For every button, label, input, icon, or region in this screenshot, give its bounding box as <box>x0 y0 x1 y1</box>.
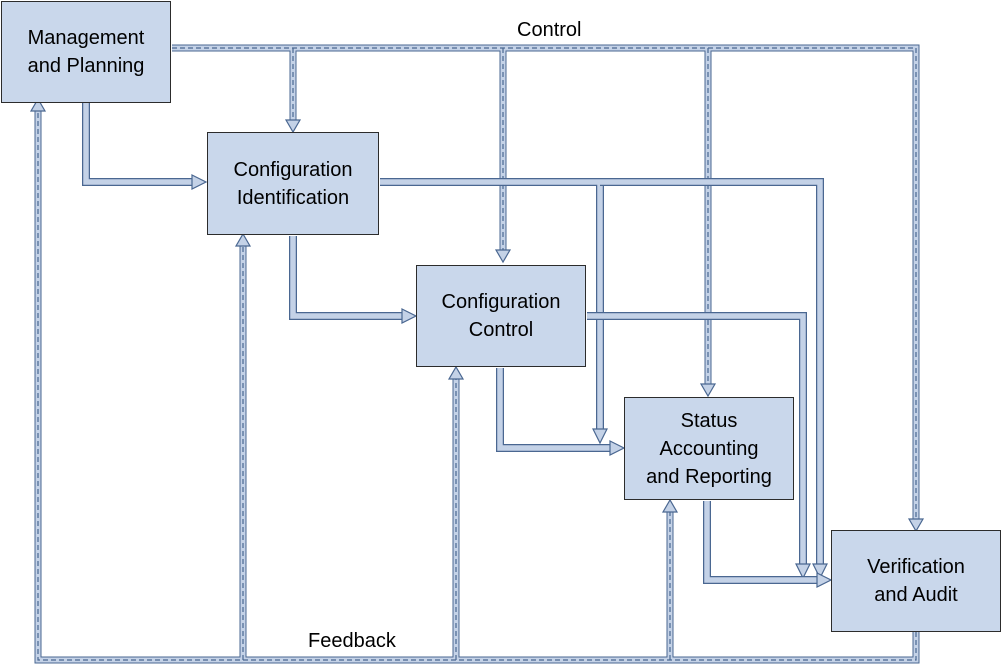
verification-box-line1: Verification <box>867 556 965 578</box>
control-arrowhead-status <box>699 383 717 398</box>
verification-and-audit-box: Verification and Audit <box>831 530 1001 632</box>
arrowhead-verification-left-in <box>816 572 833 588</box>
feedback-label: Feedback <box>308 630 396 652</box>
identification-box-line2: Identification <box>236 186 350 209</box>
arrowhead-status-top-in <box>592 428 608 445</box>
arrowhead-control-in <box>401 308 418 324</box>
control-arrowhead-control <box>494 249 512 264</box>
feedback-flow-network <box>29 97 920 664</box>
pipe-identification-to-control-fill <box>290 236 404 319</box>
identification-box-line1: Configuration <box>233 158 353 181</box>
control-arrowhead-identification <box>284 119 302 134</box>
control-box-line1: Configuration <box>441 291 561 313</box>
feedback-arrowhead-control <box>447 365 465 380</box>
status-accounting-box: Status Accounting and Reporting <box>624 397 794 500</box>
control-flow-network <box>172 44 925 533</box>
pipe-identification-to-verification-fill <box>600 179 823 566</box>
pipe-management-to-identification <box>82 103 194 186</box>
control-bus-dash <box>172 47 917 522</box>
verification-box-line2: and Audit <box>874 584 958 606</box>
management-box-line1: Management <box>27 27 145 49</box>
control-label: Control <box>517 19 582 41</box>
pipe-control-to-verification-fill <box>587 313 806 566</box>
pipe-status-to-verification-fill <box>704 501 819 583</box>
status-box-line3: and Reporting <box>646 465 772 488</box>
status-box-line1: Status <box>680 409 738 432</box>
feedback-arrowhead-management <box>29 97 47 112</box>
arrowhead-status-left-in <box>609 440 626 456</box>
configuration-identification-box: Configuration Identification <box>207 132 379 235</box>
control-arrowhead-verification <box>907 518 925 533</box>
feedback-bus-dash <box>37 108 917 661</box>
arrowhead-verification-top-in <box>812 563 828 580</box>
process-flow-network <box>82 103 833 588</box>
arrowhead-verification-top-in-2 <box>795 563 811 580</box>
feedback-arrowhead-status <box>661 498 679 513</box>
pipe-identification-to-control <box>289 236 404 320</box>
pipe-management-to-identification-fill <box>83 103 194 185</box>
management-box-line2: and Planning <box>27 55 145 77</box>
management-and-planning-box: Management and Planning <box>1 1 171 103</box>
control-box-line2: Control <box>468 319 534 341</box>
arrowhead-identification-in <box>191 174 208 190</box>
configuration-control-box: Configuration Control <box>416 265 586 367</box>
status-box-line2: Accounting <box>659 437 759 460</box>
feedback-arrowhead-identification <box>234 232 252 247</box>
pipe-control-to-status <box>496 368 612 452</box>
pipe-control-to-status-fill <box>497 368 612 451</box>
